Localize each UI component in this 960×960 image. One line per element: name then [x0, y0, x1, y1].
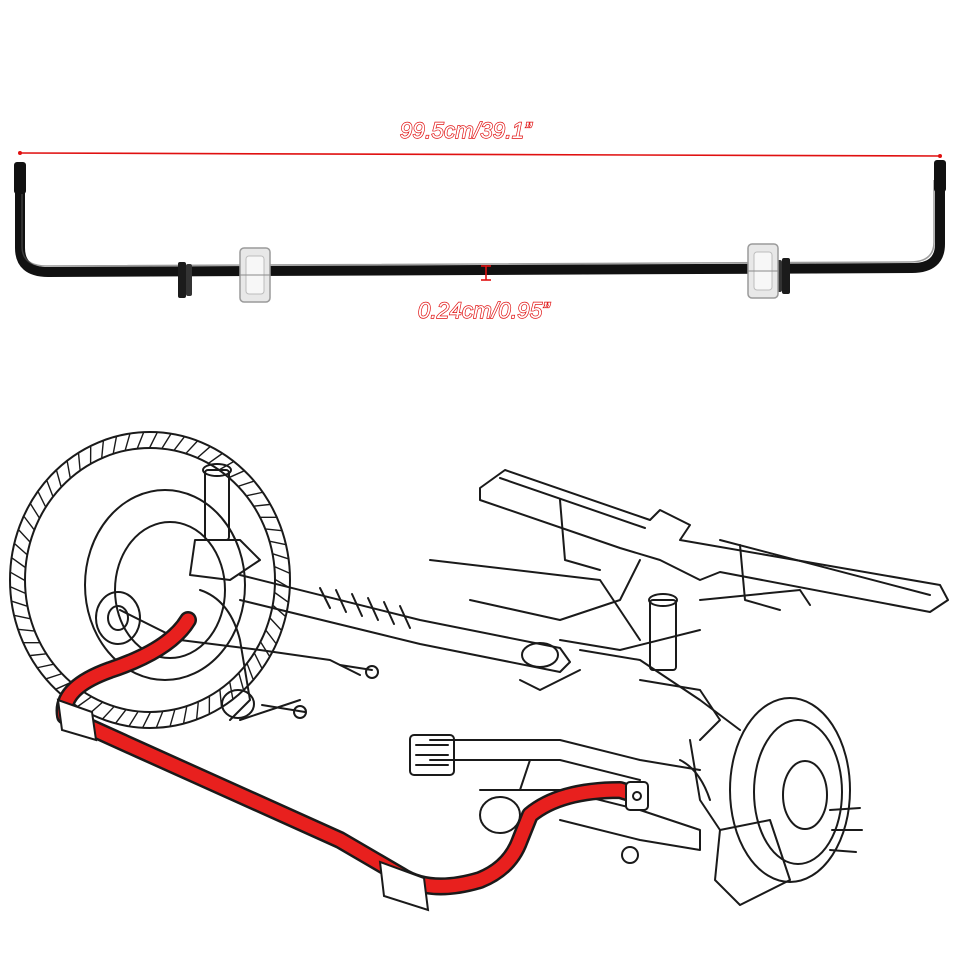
- tread-mark: [14, 543, 28, 555]
- steering-rack: [239, 574, 581, 691]
- tread-mark: [197, 446, 211, 458]
- tread-mark: [46, 480, 54, 497]
- tread-mark: [260, 642, 270, 657]
- tread-mark: [182, 706, 188, 724]
- tread-mark: [185, 440, 198, 454]
- tread-mark: [30, 653, 46, 657]
- tread-mark: [246, 663, 254, 680]
- tread-mark: [161, 433, 172, 449]
- tread-mark: [272, 553, 289, 560]
- left-bushing: [239, 247, 271, 303]
- diameter-label: 0.24cm/0.95”: [417, 297, 551, 323]
- tread-mark: [23, 516, 35, 530]
- highlighted-sway-bar: [55, 611, 649, 912]
- tread-mark: [66, 461, 71, 478]
- left-strut: [95, 463, 379, 721]
- tread-mark: [254, 503, 270, 507]
- tread-mark: [77, 453, 81, 471]
- tread-mark: [37, 663, 54, 669]
- tread-mark: [155, 711, 164, 728]
- tread-mark: [136, 432, 145, 449]
- tread-mark: [173, 436, 185, 451]
- suspension-diagram: [9, 431, 949, 906]
- tread-mark: [124, 433, 131, 451]
- tread-mark: [229, 470, 245, 478]
- tread-mark: [56, 470, 62, 487]
- tread-mark: [18, 529, 31, 543]
- tread-mark: [10, 572, 25, 581]
- tread-mark: [195, 702, 199, 720]
- tread-mark: [208, 453, 223, 464]
- diameter-dimension-marker: [481, 265, 491, 281]
- tread-mark: [272, 605, 286, 617]
- tread-mark: [246, 491, 263, 497]
- tread-mark: [102, 706, 115, 720]
- subframe: [429, 469, 949, 651]
- tread-mark: [169, 709, 176, 727]
- length-label: 99.5cm/39.1”: [399, 117, 533, 143]
- sway-bar-photo: [14, 160, 946, 303]
- tread-mark: [11, 600, 28, 607]
- tread-mark: [11, 557, 26, 568]
- tread-mark: [115, 709, 127, 724]
- tread-mark: [128, 711, 139, 727]
- tread-mark: [274, 592, 289, 603]
- right-brake-rotor: [714, 697, 863, 906]
- tread-mark: [269, 540, 286, 546]
- tread-mark: [37, 491, 46, 507]
- tread-mark: [238, 480, 254, 487]
- tread-mark: [101, 440, 105, 458]
- tread-mark: [238, 673, 245, 690]
- tread-mark: [265, 630, 277, 644]
- tread-mark: [149, 432, 158, 448]
- tread-mark: [269, 617, 282, 631]
- tread-mark: [46, 673, 62, 680]
- right-strut: [579, 593, 741, 831]
- tread-mark: [265, 528, 282, 532]
- tread-mark: [274, 566, 290, 574]
- tread-mark: [10, 586, 26, 594]
- tread-mark: [142, 712, 151, 728]
- tread-mark: [18, 628, 35, 632]
- tread-mark: [112, 436, 118, 454]
- tread-mark: [30, 503, 40, 518]
- tread-mark: [14, 614, 31, 620]
- tread-mark: [254, 653, 263, 669]
- length-dimension-line: [18, 151, 942, 158]
- left-tire: [9, 431, 291, 729]
- right-bushing: [747, 243, 779, 299]
- tread-mark: [77, 696, 92, 707]
- right-control-arm: [409, 734, 701, 864]
